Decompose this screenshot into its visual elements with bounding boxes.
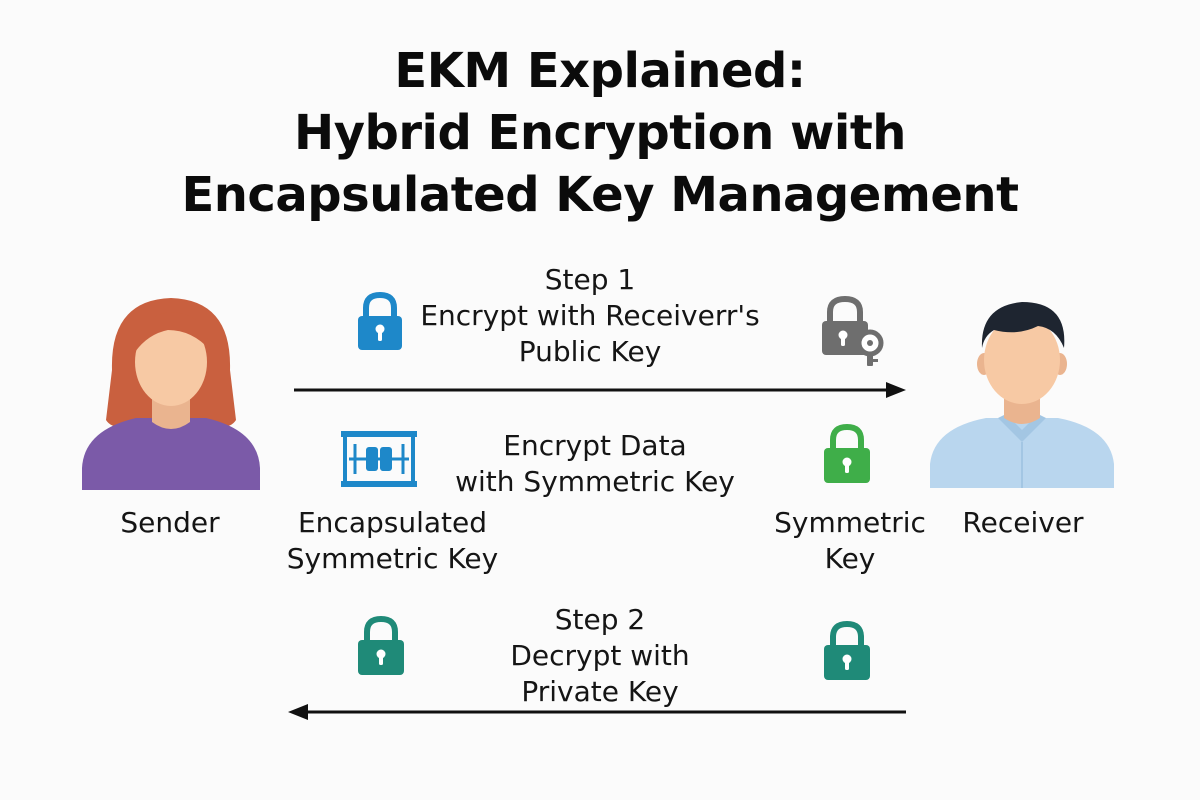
symmetric-key-label: Symmetric Key: [765, 505, 935, 577]
title-line-2: Hybrid Encryption with: [294, 105, 906, 161]
receiver-label: Receiver: [962, 506, 1084, 539]
step1-heading: Step 1: [544, 263, 636, 296]
lock-icon: [358, 292, 402, 350]
step2-line-1: Decrypt with: [510, 639, 690, 672]
encapsulated-key-label: Encapsulated Symmetric Key: [270, 505, 515, 577]
encapsulated-key-icon: [341, 431, 417, 487]
page-title: EKM Explained: Hybrid Encryption with En…: [0, 40, 1200, 226]
lock-icon: [824, 620, 870, 680]
encapsulated-key-line-2: Symmetric Key: [286, 542, 499, 575]
symmetric-key-line-1: Symmetric: [774, 506, 926, 539]
encrypt-data-line-2: with Symmetric Key: [455, 465, 735, 498]
title-line-3: Encapsulated Key Management: [181, 167, 1019, 223]
encapsulated-key-line-1: Encapsulated: [297, 506, 487, 539]
step2-heading: Step 2: [554, 603, 646, 636]
step1-line-2: Public Key: [518, 335, 662, 368]
title-line-1: EKM Explained:: [394, 43, 806, 99]
lock-icon: [358, 615, 404, 675]
step1-arrow: [294, 382, 906, 398]
step2-arrow: [288, 704, 906, 720]
step2-line-2: Private Key: [521, 675, 679, 708]
sender-avatar: [82, 298, 260, 490]
lock-with-key-icon: [822, 295, 884, 366]
step1-text: Step 1 Encrypt with Receiverr's Public K…: [380, 262, 800, 370]
step1-line-1: Encrypt with Receiverr's: [420, 299, 760, 332]
step2-text: Step 2 Decrypt with Private Key: [450, 602, 750, 710]
encrypt-data-line-1: Encrypt Data: [503, 429, 687, 462]
sender-label: Sender: [120, 506, 220, 539]
lock-icon: [824, 423, 870, 483]
receiver-avatar: [930, 302, 1114, 488]
symmetric-key-line-2: Key: [824, 542, 876, 575]
encrypt-data-text: Encrypt Data with Symmetric Key: [420, 428, 770, 500]
